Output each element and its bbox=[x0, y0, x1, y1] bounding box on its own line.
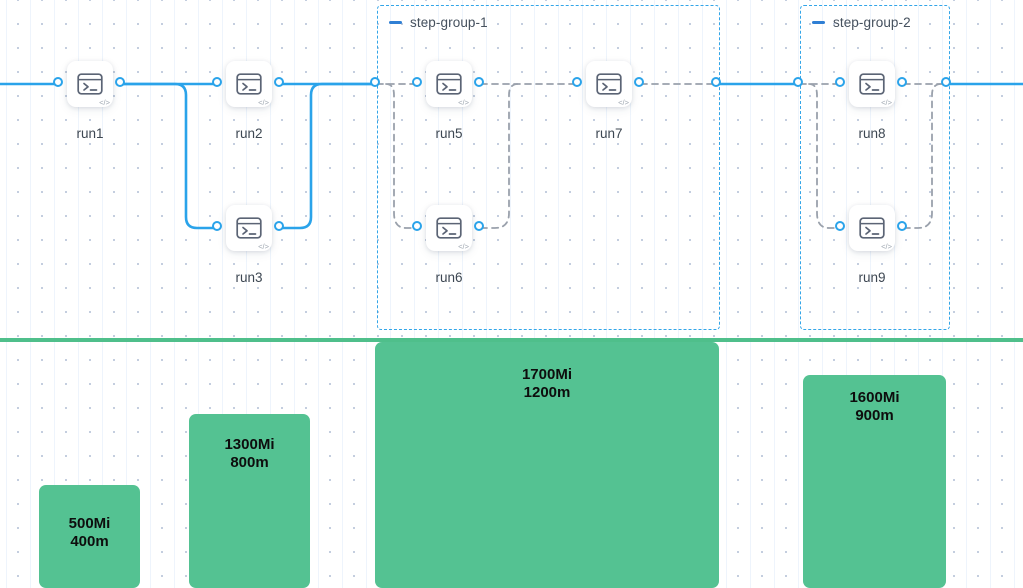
port-p-run2-out[interactable] bbox=[274, 77, 284, 87]
code-badge[interactable]: </> bbox=[458, 241, 469, 251]
group-title: step-group-1 bbox=[410, 15, 488, 30]
resource-bar bbox=[803, 375, 946, 588]
port-p-group1-in[interactable] bbox=[370, 77, 380, 87]
resource-bar-label: 1300Mi 800m bbox=[224, 436, 275, 472]
terminal-icon bbox=[436, 73, 462, 95]
minus-icon[interactable] bbox=[389, 21, 402, 24]
edge-group1in-to-run6 bbox=[385, 83, 420, 229]
node-run6[interactable]: </> bbox=[426, 205, 472, 251]
port-p-run3-out[interactable] bbox=[274, 221, 284, 231]
node-label-run9: run9 bbox=[858, 270, 886, 285]
node-run1[interactable]: </> bbox=[67, 61, 113, 107]
edge-run1-to-run3 bbox=[120, 82, 221, 230]
code-badge[interactable]: </> bbox=[881, 241, 892, 251]
node-run9[interactable]: </> bbox=[849, 205, 895, 251]
port-p-run7-in[interactable] bbox=[572, 77, 582, 87]
edge-run6-to-run7 bbox=[480, 83, 519, 229]
resource-bar bbox=[189, 414, 310, 588]
port-p-run5-in[interactable] bbox=[412, 77, 422, 87]
port-p-run8-out[interactable] bbox=[897, 77, 907, 87]
resource-bar-label: 1600Mi 900m bbox=[849, 389, 900, 425]
group-box-step-group-2[interactable] bbox=[800, 5, 950, 330]
node-run2[interactable]: </> bbox=[226, 61, 272, 107]
port-p-group1-out[interactable] bbox=[711, 77, 721, 87]
code-badge[interactable]: </> bbox=[258, 241, 269, 251]
terminal-icon bbox=[859, 217, 885, 239]
node-label-run5: run5 bbox=[435, 126, 463, 141]
code-badge[interactable]: </> bbox=[258, 97, 269, 107]
code-badge[interactable]: </> bbox=[618, 97, 629, 107]
node-run3[interactable]: </> bbox=[226, 205, 272, 251]
group-title: step-group-2 bbox=[833, 15, 911, 30]
port-p-run2-in[interactable] bbox=[212, 77, 222, 87]
port-p-run9-out[interactable] bbox=[897, 221, 907, 231]
resource-bar-label: 500Mi 400m bbox=[68, 515, 111, 551]
port-p-run6-in[interactable] bbox=[412, 221, 422, 231]
port-p-run6-out[interactable] bbox=[474, 221, 484, 231]
port-p-run9-in[interactable] bbox=[835, 221, 845, 231]
resource-threshold-divider bbox=[0, 338, 1023, 342]
port-p-run1-in[interactable] bbox=[53, 77, 63, 87]
node-run5[interactable]: </> bbox=[426, 61, 472, 107]
node-label-run8: run8 bbox=[858, 126, 886, 141]
edge-run3-to-group1 bbox=[279, 82, 379, 230]
group-label-step-group-2[interactable]: step-group-2 bbox=[812, 15, 911, 30]
resource-bar bbox=[39, 485, 140, 588]
group-label-step-group-1[interactable]: step-group-1 bbox=[389, 15, 488, 30]
resource-bar bbox=[375, 342, 719, 588]
port-p-run5-out[interactable] bbox=[474, 77, 484, 87]
node-label-run2: run2 bbox=[235, 126, 263, 141]
port-p-group2-in[interactable] bbox=[793, 77, 803, 87]
terminal-icon bbox=[236, 217, 262, 239]
port-p-run1-out[interactable] bbox=[115, 77, 125, 87]
terminal-icon bbox=[859, 73, 885, 95]
node-label-run1: run1 bbox=[76, 126, 104, 141]
port-p-run7-out[interactable] bbox=[634, 77, 644, 87]
terminal-icon bbox=[596, 73, 622, 95]
code-badge[interactable]: </> bbox=[458, 97, 469, 107]
port-p-run8-in[interactable] bbox=[835, 77, 845, 87]
node-run8[interactable]: </> bbox=[849, 61, 895, 107]
node-label-run7: run7 bbox=[595, 126, 623, 141]
node-label-run3: run3 bbox=[235, 270, 263, 285]
port-p-run3-in[interactable] bbox=[212, 221, 222, 231]
terminal-icon bbox=[236, 73, 262, 95]
terminal-icon bbox=[436, 217, 462, 239]
minus-icon[interactable] bbox=[812, 21, 825, 24]
code-badge[interactable]: </> bbox=[99, 97, 110, 107]
edge-run9-to-group2out bbox=[903, 83, 942, 229]
terminal-icon bbox=[77, 73, 103, 95]
node-run7[interactable]: </> bbox=[586, 61, 632, 107]
edge-group2in-to-run9 bbox=[808, 83, 843, 229]
group-box-step-group-1[interactable] bbox=[377, 5, 720, 330]
node-label-run6: run6 bbox=[435, 270, 463, 285]
resource-bar-label: 1700Mi 1200m bbox=[521, 366, 573, 402]
port-p-group2-out[interactable] bbox=[941, 77, 951, 87]
code-badge[interactable]: </> bbox=[881, 97, 892, 107]
